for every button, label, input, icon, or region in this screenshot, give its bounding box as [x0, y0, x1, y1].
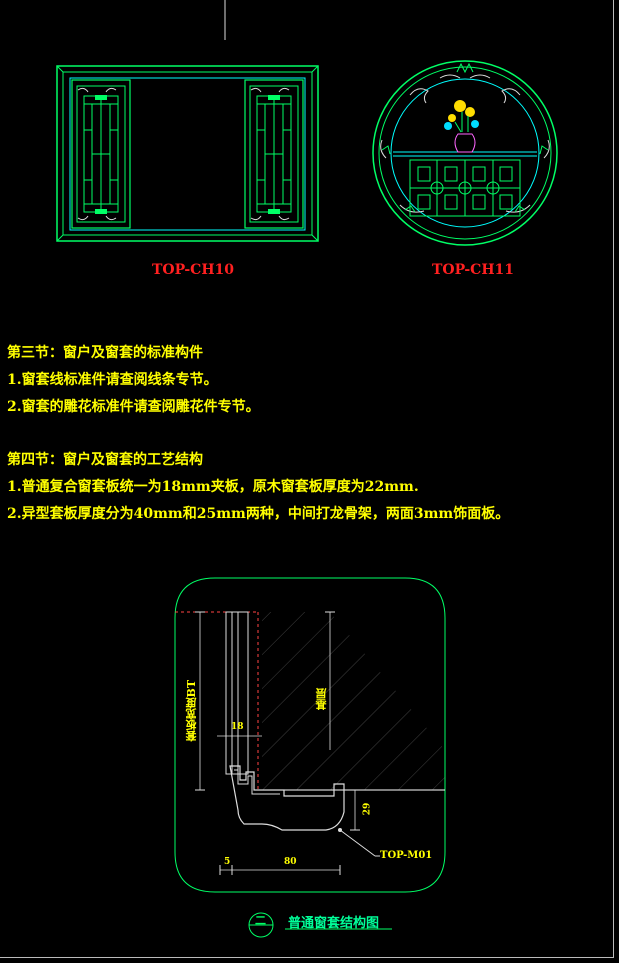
section-detail-drawing: [174, 577, 446, 893]
profile-label: TOP-M01: [380, 850, 433, 861]
window-ch11-label: TOP-CH11: [432, 262, 515, 278]
section3-item2: 2.窗套的雕花标准件请查阅雕花件专节。: [7, 399, 260, 415]
caption-symbol: [248, 912, 392, 938]
section3-item1: 1.窗套线标准件请查阅线条专节。: [7, 372, 218, 388]
caption-symbol-text: 二: [255, 914, 266, 927]
dimension-29: 29: [362, 802, 373, 816]
vertical-label-board-width: 套板宽度BT: [185, 680, 198, 742]
dimension-80: 80: [284, 857, 297, 867]
dimension-18: 18: [231, 722, 244, 732]
section4-title: 第四节：窗户及窗套的工艺结构: [7, 452, 203, 468]
dimension-5: 5: [224, 857, 231, 867]
vertical-label-base-layer: 基层: [315, 688, 328, 710]
section4-item1: 1.普通复合窗套板统一为18mm夹板，原木窗套板厚度为22mm.: [7, 479, 419, 495]
section-caption: 普通窗套结构图: [288, 916, 380, 931]
window-ch10-drawing: [56, 65, 319, 242]
window-ch10-label: TOP-CH10: [152, 262, 235, 278]
section3-title: 第三节：窗户及窗套的标准构件: [7, 345, 203, 361]
flower-vase-icon: [444, 100, 479, 153]
window-ch11-drawing: [372, 60, 558, 246]
section4-item2: 2.异型套板厚度分为40mm和25mm两种，中间打龙骨架，两面3mm饰面板。: [7, 506, 510, 522]
